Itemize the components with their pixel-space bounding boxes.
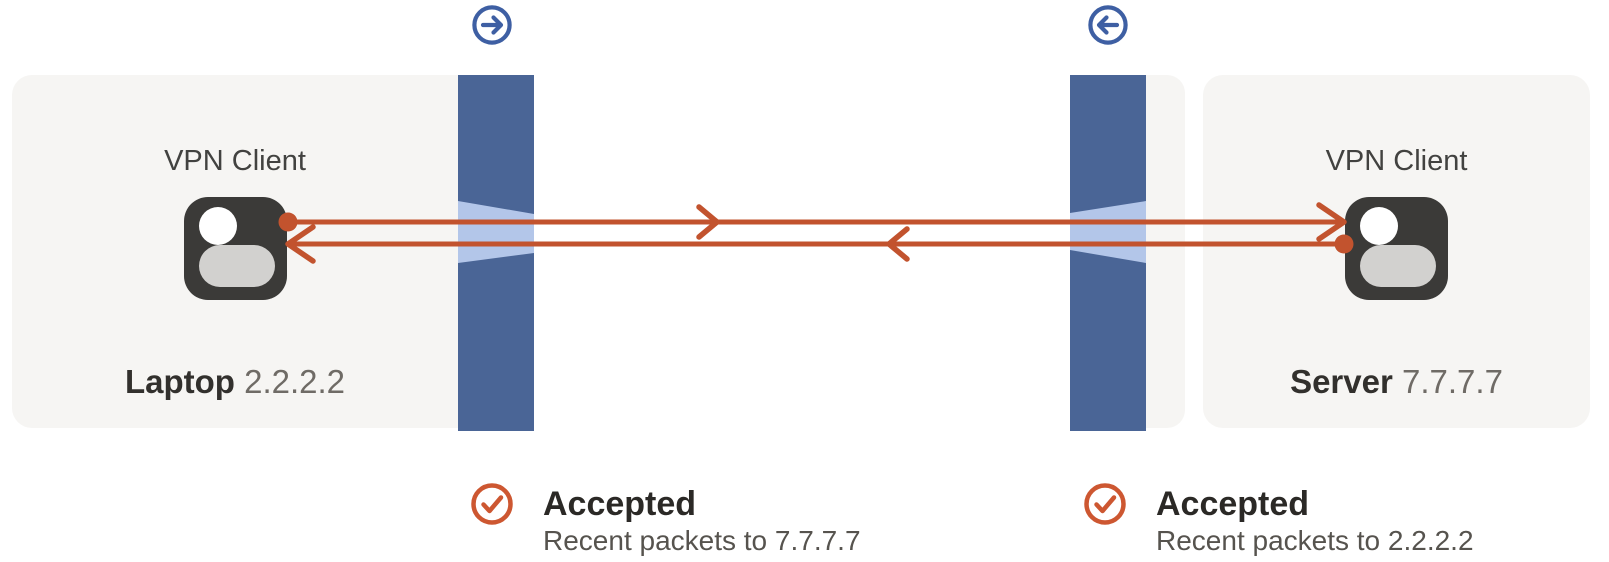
- user-icon-torso: [1360, 245, 1436, 287]
- status-title: Accepted: [543, 485, 697, 523]
- laptop-ip: 2.2.2.2: [244, 363, 346, 400]
- laptop-role-label: VPN Client: [164, 145, 306, 177]
- status-detail: Recent packets to 2.2.2.2: [1156, 525, 1474, 556]
- status-title: Accepted: [1156, 485, 1310, 523]
- arrow-left-circle-icon: [1087, 4, 1129, 46]
- arrow-right-circle-icon: [471, 4, 513, 46]
- firewall-gap: [458, 201, 534, 263]
- laptop-name: Laptop 2.2.2.2: [125, 360, 345, 404]
- check-circle-icon: [1084, 483, 1126, 525]
- user-icon-head: [1360, 207, 1398, 245]
- server-name-text: Server: [1290, 363, 1393, 400]
- mid-arrow-icon: [696, 204, 720, 240]
- user-icon-head: [198, 207, 237, 245]
- laptop-name-text: Laptop: [124, 363, 235, 400]
- firewall-gap: [1070, 201, 1146, 263]
- status-left: Accepted Recent packets to 7.7.7.7: [471, 483, 861, 559]
- check-circle-icon: [471, 483, 513, 525]
- status-detail: Recent packets to 7.7.7.7: [543, 525, 861, 556]
- user-icon: [1345, 197, 1448, 300]
- mid-arrow-icon: [886, 226, 910, 262]
- firewall-right: [1070, 75, 1146, 431]
- server-name: Server 7.7.7.7: [1290, 360, 1503, 404]
- user-icon: [183, 197, 287, 300]
- server-role-label: VPN Client: [1325, 145, 1468, 177]
- user-icon-torso: [198, 245, 275, 287]
- server-ip: 7.7.7.7: [1402, 363, 1503, 400]
- laptop-panel: VPN Client Laptop 2.2.2.2: [12, 75, 496, 428]
- status-right: Accepted Recent packets to 2.2.2.2: [1084, 483, 1474, 559]
- server-panel: VPN Client Server 7.7.7.7: [1203, 75, 1590, 428]
- firewall-left: [458, 75, 534, 431]
